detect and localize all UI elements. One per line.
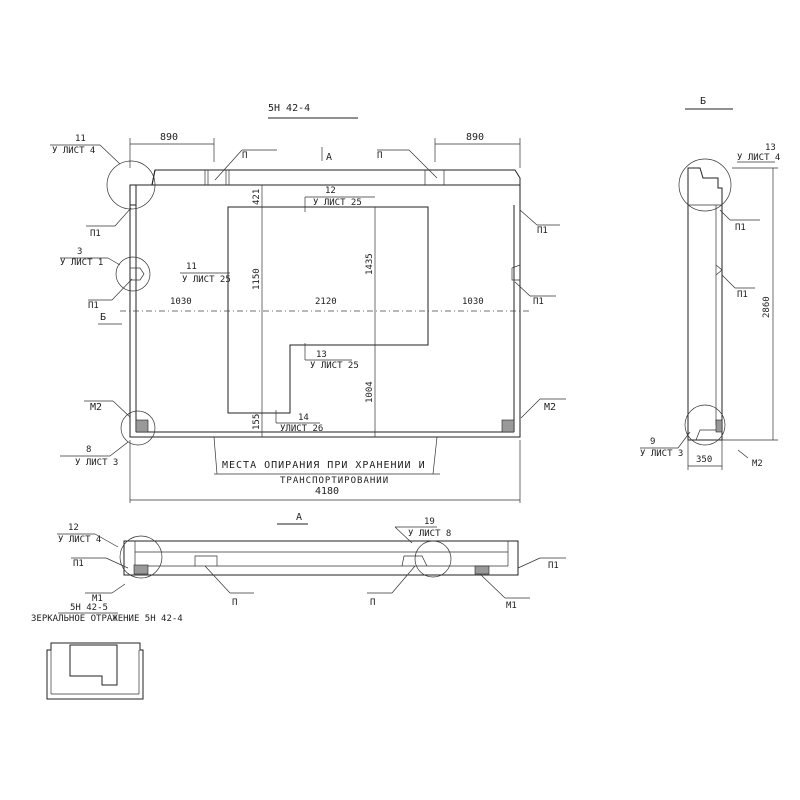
embedded-part-m2-side: [715, 419, 723, 433]
callout-8-ref: У ЛИСТ 3: [75, 458, 118, 468]
dim-right: 1030: [462, 297, 484, 307]
detail-circle-9: [684, 404, 726, 446]
plan-title: 5Н 42-4: [268, 103, 310, 114]
side-callout-9-num: 9: [650, 437, 655, 447]
label-p-left: П: [242, 151, 247, 161]
section-label-p-right: П: [370, 598, 375, 608]
section-callout-12-ref: У ЛИСТ 4: [58, 535, 101, 545]
label-m2-left: М2: [90, 402, 102, 413]
dim-1004: 1004: [365, 381, 375, 403]
view-arrow-b: Б: [100, 312, 106, 323]
detail-circle-13: [678, 158, 732, 212]
label-p-right: П: [377, 151, 382, 161]
mirror-subtitle: ЗЕРКАЛЬНОЕ ОТРАЖЕНИЕ 5Н 42-4: [31, 614, 183, 624]
side-callout-13-ref: У ЛИСТ 4: [737, 153, 780, 163]
embedded-part-m2-left: [135, 419, 149, 433]
mirror-opening: [69, 644, 118, 686]
side-callout-9-ref: У ЛИСТ 3: [640, 449, 683, 459]
section-callout-19-num: 19: [424, 517, 435, 527]
mirror-title: 5Н 42-5: [70, 603, 108, 613]
plan-view: 5Н 42-4 890 890 А Б 1030: [50, 103, 566, 503]
callout-14-ref: УЛИСТ 26: [280, 424, 323, 434]
callout-11b-num: 11: [186, 262, 197, 272]
callout-12-ref: У ЛИСТ 25: [313, 198, 362, 208]
side-outline: [687, 167, 723, 441]
label-p1-mr: П1: [533, 297, 544, 307]
side-label-m2: М2: [752, 459, 763, 469]
section-title: А: [296, 512, 302, 523]
side-label-p1-top: П1: [735, 223, 746, 233]
label-m2-right: М2: [544, 402, 556, 413]
dim-total: 4180: [315, 486, 339, 497]
embedded-part-m2-right: [501, 419, 515, 433]
label-p1-tr: П1: [537, 226, 548, 236]
detail-circle-3: [115, 256, 151, 292]
embedded-part-m1-right: [474, 565, 490, 575]
side-dim-height: 2860: [762, 296, 772, 318]
side-callout-13-num: 13: [765, 143, 776, 153]
dim-left: 1030: [170, 297, 192, 307]
dim-155: 155: [252, 414, 262, 430]
embedded-part-m1-left: [133, 564, 149, 575]
dim-1150: 1150: [252, 268, 262, 290]
section-outline: [123, 540, 519, 576]
label-p1-tl: П1: [90, 229, 101, 239]
callout-3-num: 3: [77, 247, 82, 257]
dim-top-left: 890: [160, 132, 178, 143]
top-rib: [129, 169, 521, 206]
detail-circle-19: [414, 540, 452, 578]
dim-top-right: 890: [466, 132, 484, 143]
section-label-p-left: П: [232, 598, 237, 608]
mirror-outline: [46, 642, 144, 700]
section-label-m1-right: М1: [506, 601, 517, 611]
dim-1435: 1435: [365, 253, 375, 275]
note-line-2: ТРАНСПОРТИРОВАНИИ: [280, 476, 389, 486]
callout-3-ref: У ЛИСТ 1: [60, 258, 103, 268]
callout-11-ref: У ЛИСТ 4: [52, 146, 95, 156]
window-opening: [227, 206, 429, 414]
callout-14-num: 14: [298, 413, 309, 423]
dim-mid: 2120: [315, 297, 337, 307]
section-callout-19-ref: У ЛИСТ 8: [408, 529, 451, 539]
callout-8-num: 8: [86, 445, 91, 455]
detail-circle-12: [119, 535, 163, 579]
callout-13-ref: У ЛИСТ 25: [310, 361, 359, 371]
callout-13-num: 13: [316, 350, 327, 360]
side-label-p1-mid: П1: [737, 290, 748, 300]
view-arrow-a: А: [326, 152, 332, 163]
mirror-variant: 5Н 42-5 ЗЕРКАЛЬНОЕ ОТРАЖЕНИЕ 5Н 42-4: [31, 603, 183, 700]
section-a-view: А 12 У ЛИСТ 4 19 У ЛИСТ 8 П1 П1 П П М1 М…: [57, 512, 566, 611]
callout-12-num: 12: [325, 186, 336, 196]
side-title: Б: [700, 96, 706, 107]
section-label-p1-right: П1: [548, 561, 559, 571]
side-dim-width: 350: [696, 455, 712, 465]
side-view-b: Б 2860 350 13 У ЛИСТ 4 9 У ЛИСТ 3 П1 П1 …: [640, 96, 780, 470]
detail-circle-11: [106, 160, 156, 210]
callout-11b-ref: У ЛИСТ 25: [182, 275, 231, 285]
callout-11-num: 11: [75, 134, 86, 144]
note-line-1: МЕСТА ОПИРАНИЯ ПРИ ХРАНЕНИИ И: [222, 460, 426, 471]
section-callout-12-num: 12: [68, 523, 79, 533]
label-p1-ml: П1: [88, 301, 99, 311]
section-label-p1-left: П1: [73, 559, 84, 569]
dim-421: 421: [252, 189, 262, 205]
section-label-m1-left: М1: [92, 594, 103, 604]
detail-circle-8: [120, 410, 156, 446]
